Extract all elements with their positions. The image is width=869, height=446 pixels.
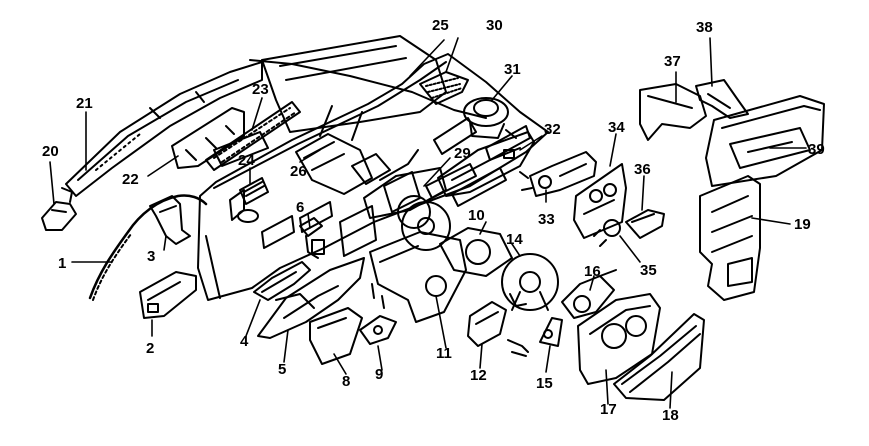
dashboard-panel <box>197 53 549 301</box>
part-23-vent-strip <box>205 101 301 171</box>
callout-31: 31 <box>504 61 521 78</box>
part-24-vent <box>237 177 269 223</box>
part-22-bracket <box>171 107 245 169</box>
part-8-lower-panel <box>309 307 363 365</box>
part-25-top-cover <box>261 35 447 133</box>
part-4-bracket <box>253 261 311 301</box>
part-19-frame <box>699 175 761 301</box>
part-20-vent-nozzle <box>41 187 77 231</box>
callout-9: 9 <box>375 366 384 383</box>
callout-20: 20 <box>42 143 59 160</box>
part-34-control-panel <box>573 163 627 239</box>
callout-26: 26 <box>290 163 307 180</box>
part-32-trim-panel <box>437 131 535 197</box>
callout-5: 5 <box>278 361 287 378</box>
callout-29: 29 <box>454 145 471 162</box>
part-39-glove-box <box>705 95 825 187</box>
callout-24: 24 <box>238 152 255 169</box>
part-36-clip <box>625 209 665 239</box>
part-9-bracket <box>359 315 397 345</box>
callout-17: 17 <box>600 401 617 418</box>
callout-2: 2 <box>146 340 155 357</box>
callout-12: 12 <box>470 367 487 384</box>
part-30-speaker-grille <box>419 71 469 105</box>
callout-36: 36 <box>634 161 651 178</box>
callout-22: 22 <box>122 171 139 188</box>
callout-10: 10 <box>468 207 485 224</box>
callout-14: 14 <box>506 231 523 248</box>
part-17-cluster <box>577 293 661 385</box>
callout-39: 39 <box>808 141 825 158</box>
callout-23: 23 <box>252 81 269 98</box>
part-3-bracket <box>149 195 191 245</box>
part-15-switch <box>539 317 563 347</box>
callout-33: 33 <box>538 211 555 228</box>
part-18-cluster-hood <box>613 313 705 401</box>
callout-3: 3 <box>147 248 156 265</box>
callout-19: 19 <box>794 216 811 233</box>
callout-15: 15 <box>536 375 553 392</box>
callout-37: 37 <box>664 53 681 70</box>
part-6-switch <box>299 217 325 259</box>
callout-18: 18 <box>662 407 679 424</box>
callout-4: 4 <box>240 333 249 350</box>
part-26-steering-cover <box>295 105 373 195</box>
callout-34: 34 <box>608 119 625 136</box>
part-35-switch <box>593 219 621 247</box>
part-33-switch <box>519 151 597 197</box>
callout-8: 8 <box>342 373 351 390</box>
part-11-cluster <box>369 231 467 323</box>
callout-16: 16 <box>584 263 601 280</box>
part-31-speaker <box>463 97 517 139</box>
callout-32: 32 <box>544 121 561 138</box>
callout-30: 30 <box>486 17 503 34</box>
part-29-column-shroud <box>363 149 451 251</box>
part-5-knee-panel <box>257 257 365 339</box>
callout-6: 6 <box>296 199 305 216</box>
callout-11: 11 <box>436 345 452 362</box>
part-12-connector <box>467 301 529 357</box>
part-16-column-assembly <box>561 269 617 319</box>
leader-lines <box>49 37 807 409</box>
callout-38: 38 <box>696 19 713 36</box>
part-37-bracket <box>639 83 707 141</box>
callout-25: 25 <box>432 17 449 34</box>
callout-35: 35 <box>640 262 657 279</box>
part-10-bezel <box>439 227 513 277</box>
part-21-duct <box>65 61 263 197</box>
part-2-bracket <box>139 271 197 319</box>
part-14-steering-wheel <box>501 253 559 311</box>
callout-1: 1 <box>58 255 67 272</box>
callout-21: 21 <box>76 95 93 112</box>
part-38-strap <box>695 79 749 119</box>
